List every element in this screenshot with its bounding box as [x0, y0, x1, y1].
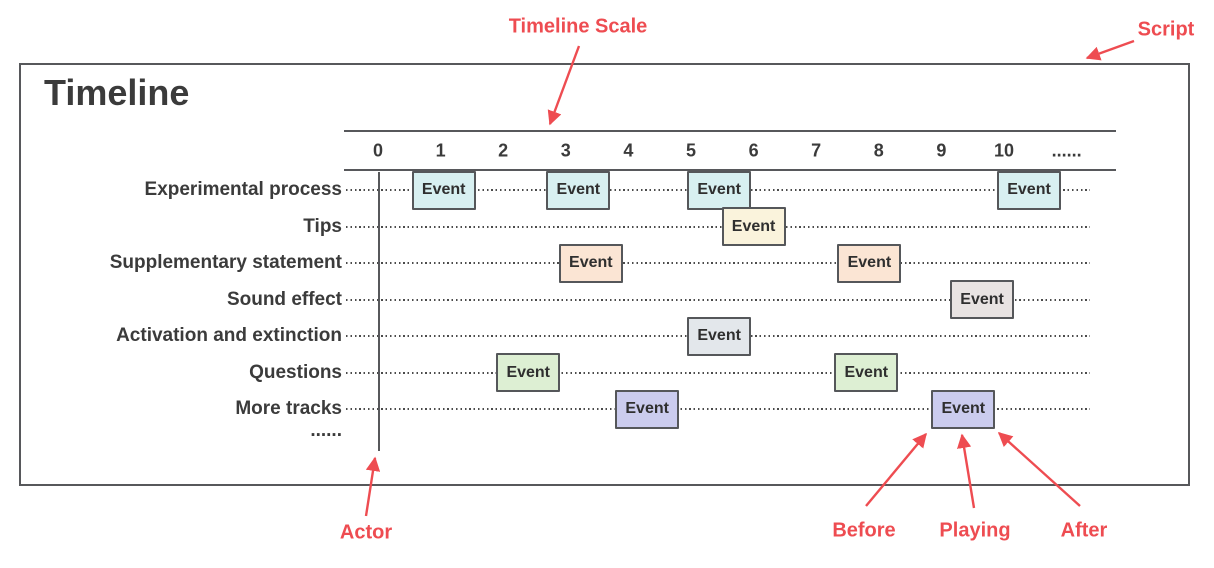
actor-line [378, 172, 380, 451]
event-box: Event [411, 170, 476, 210]
track-label: Sound effect [226, 288, 342, 310]
track-dotted-line [346, 371, 1090, 374]
event-box: Event [615, 389, 680, 429]
event-box: Event [721, 207, 786, 246]
track-label: Activation and extinction [116, 325, 342, 346]
scale-tick: 3 [560, 140, 571, 160]
before-label: Before [832, 519, 896, 542]
track-label: Tips [303, 215, 342, 237]
script-label: Script [1137, 18, 1195, 41]
scale-tick: 9 [936, 140, 947, 160]
scale-tick: 4 [623, 140, 634, 160]
track-dotted-line [346, 225, 1090, 228]
scale-tick: 10 [993, 140, 1015, 160]
track-label: More tracks [235, 398, 342, 419]
event-box: Event [496, 353, 561, 392]
event-box: Event [931, 389, 996, 429]
track-label: Experimental process [144, 179, 342, 200]
event-box: Event [834, 353, 899, 392]
track-label: ...... [310, 420, 342, 441]
scale-tick: 5 [685, 140, 697, 160]
track-dotted-line [346, 262, 1090, 264]
event-box: Event [546, 170, 611, 210]
event-box: Event [997, 170, 1062, 210]
track-label: Questions [249, 361, 342, 383]
event-box: Event [687, 170, 752, 210]
scale-tick: 0 [372, 140, 384, 160]
scale-tick: 6 [748, 140, 759, 160]
scale-tick: 7 [811, 140, 822, 160]
scale-tick: 2 [498, 140, 509, 160]
scale-tick: 8 [873, 140, 884, 160]
playing-label: Playing [939, 519, 1011, 542]
actor-label: Actor [339, 521, 393, 544]
timeline-title: Timeline [44, 72, 190, 113]
script-arrow [1085, 39, 1135, 61]
event-box: Event [558, 243, 623, 283]
timeline-scale-label: Timeline Scale [508, 15, 648, 38]
after-label: After [1060, 519, 1108, 542]
event-box: Event [837, 243, 902, 283]
scale-tick: 1 [435, 140, 446, 160]
event-box: Event [687, 316, 752, 356]
event-box: Event [950, 280, 1015, 319]
track-label: Supplementary statement [109, 252, 342, 273]
timeline-scale: 0 1 2 3 4 5 6 7 8 9 10...... [344, 130, 1116, 171]
track-dotted-line [346, 408, 1090, 410]
timeline-frame: Timeline 0 1 2 3 4 5 6 7 8 9 10...... Experimental… [19, 63, 1190, 486]
track-dotted-line [346, 298, 1090, 301]
scale-tick: ...... [1051, 140, 1082, 160]
